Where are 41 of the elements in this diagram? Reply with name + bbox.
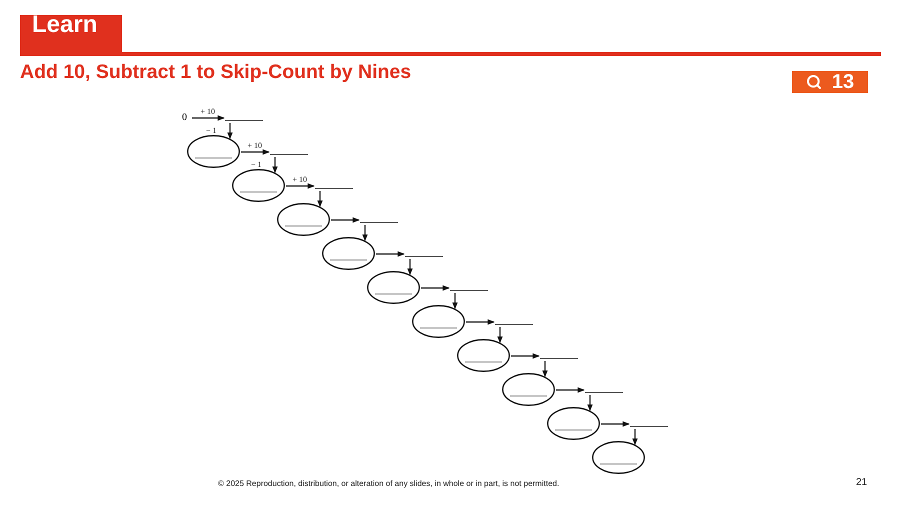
lesson-number: 13 [832,71,854,93]
arrow [376,251,405,257]
answer-oval [547,407,600,440]
edge-label: + 10 [200,107,216,116]
arrow [542,361,548,378]
slide-title: Add 10, Subtract 1 to Skip-Count by Nines [20,61,412,84]
arrow [407,259,413,276]
edge-label: + 10 [292,175,308,184]
arrow [241,149,270,155]
answer-oval [322,237,375,270]
answer-oval [187,135,240,168]
arrow [497,327,503,344]
answer-oval [412,305,465,338]
arrow [362,225,368,242]
answer-oval [367,271,420,304]
copyright-notice: © 2025 Reproduction, distribution, or alteration of any slides, in whole or in part, is not permitted. [218,479,560,488]
edge-label: − 1 [251,160,262,169]
arrow [466,319,495,325]
arrow [632,429,638,446]
edge-label: + 10 [248,141,262,150]
arrow [227,123,233,140]
arrow [511,353,540,359]
arrow [556,387,585,393]
arrow [272,157,278,174]
arrow [192,115,225,121]
section-tab: Learn [20,15,122,53]
edge-label: − 1 [206,126,217,135]
answer-oval [592,441,645,474]
page-number: 21 [856,477,868,488]
start-number: 0 [182,111,191,124]
arrow [331,217,360,223]
arrow [452,293,458,310]
arrow [587,395,593,412]
arrow [601,421,630,427]
arrow [286,183,315,189]
answer-oval [277,203,330,236]
arrow [421,285,450,291]
arrow [317,191,323,208]
answer-oval [457,339,510,372]
answer-oval [502,373,555,406]
answer-oval [232,169,285,202]
